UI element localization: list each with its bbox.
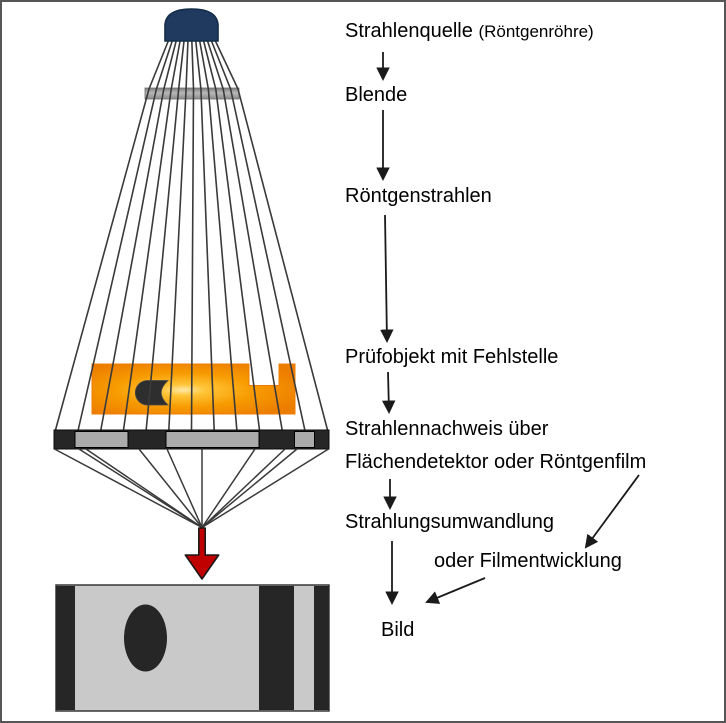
xray-fan bbox=[54, 37, 329, 431]
flow-arrows bbox=[376, 52, 640, 606]
film-image-block bbox=[55, 584, 330, 712]
defect-shadow-ellipse bbox=[124, 604, 167, 672]
arrow-xrays-to-object bbox=[380, 214, 394, 344]
label-pruefobjekt: Prüfobjekt mit Fehlstelle bbox=[345, 346, 559, 368]
label-strahlennachweis-line2: Flächendetektor oder Röntgenfilm bbox=[345, 451, 647, 473]
converging-rays bbox=[54, 448, 329, 529]
test-object bbox=[91, 363, 296, 415]
label-strahlungsumwandlung: Strahlungsumwandlung bbox=[345, 511, 555, 533]
xray-tube-dome bbox=[164, 8, 219, 42]
arrow-development-to-bild bbox=[425, 577, 486, 604]
label-strahlenquelle: Strahlenquelle (Röntgenröhre) bbox=[345, 18, 594, 45]
label-strahlennachweis: Strahlennachweis über Flächendetektor od… bbox=[345, 413, 646, 479]
label-strahlennachweis-line1: Strahlennachweis über bbox=[345, 418, 549, 440]
label-roentgenroehre-paren: (Röntgenröhre) bbox=[478, 22, 594, 41]
detector-bar bbox=[53, 429, 330, 450]
label-blende: Blende bbox=[345, 84, 408, 106]
label-bild: Bild bbox=[381, 619, 415, 641]
arrow-film-to-development bbox=[584, 474, 640, 549]
label-strahlenquelle-main: Strahlenquelle bbox=[345, 20, 479, 42]
arrow-object-to-detection bbox=[381, 371, 396, 415]
projection-arrow bbox=[184, 527, 220, 580]
label-roentgenstrahlen: Röntgenstrahlen bbox=[345, 185, 492, 207]
label-filmentwicklung: oder Filmentwicklung bbox=[434, 550, 622, 572]
defect-cylinder bbox=[134, 380, 170, 406]
